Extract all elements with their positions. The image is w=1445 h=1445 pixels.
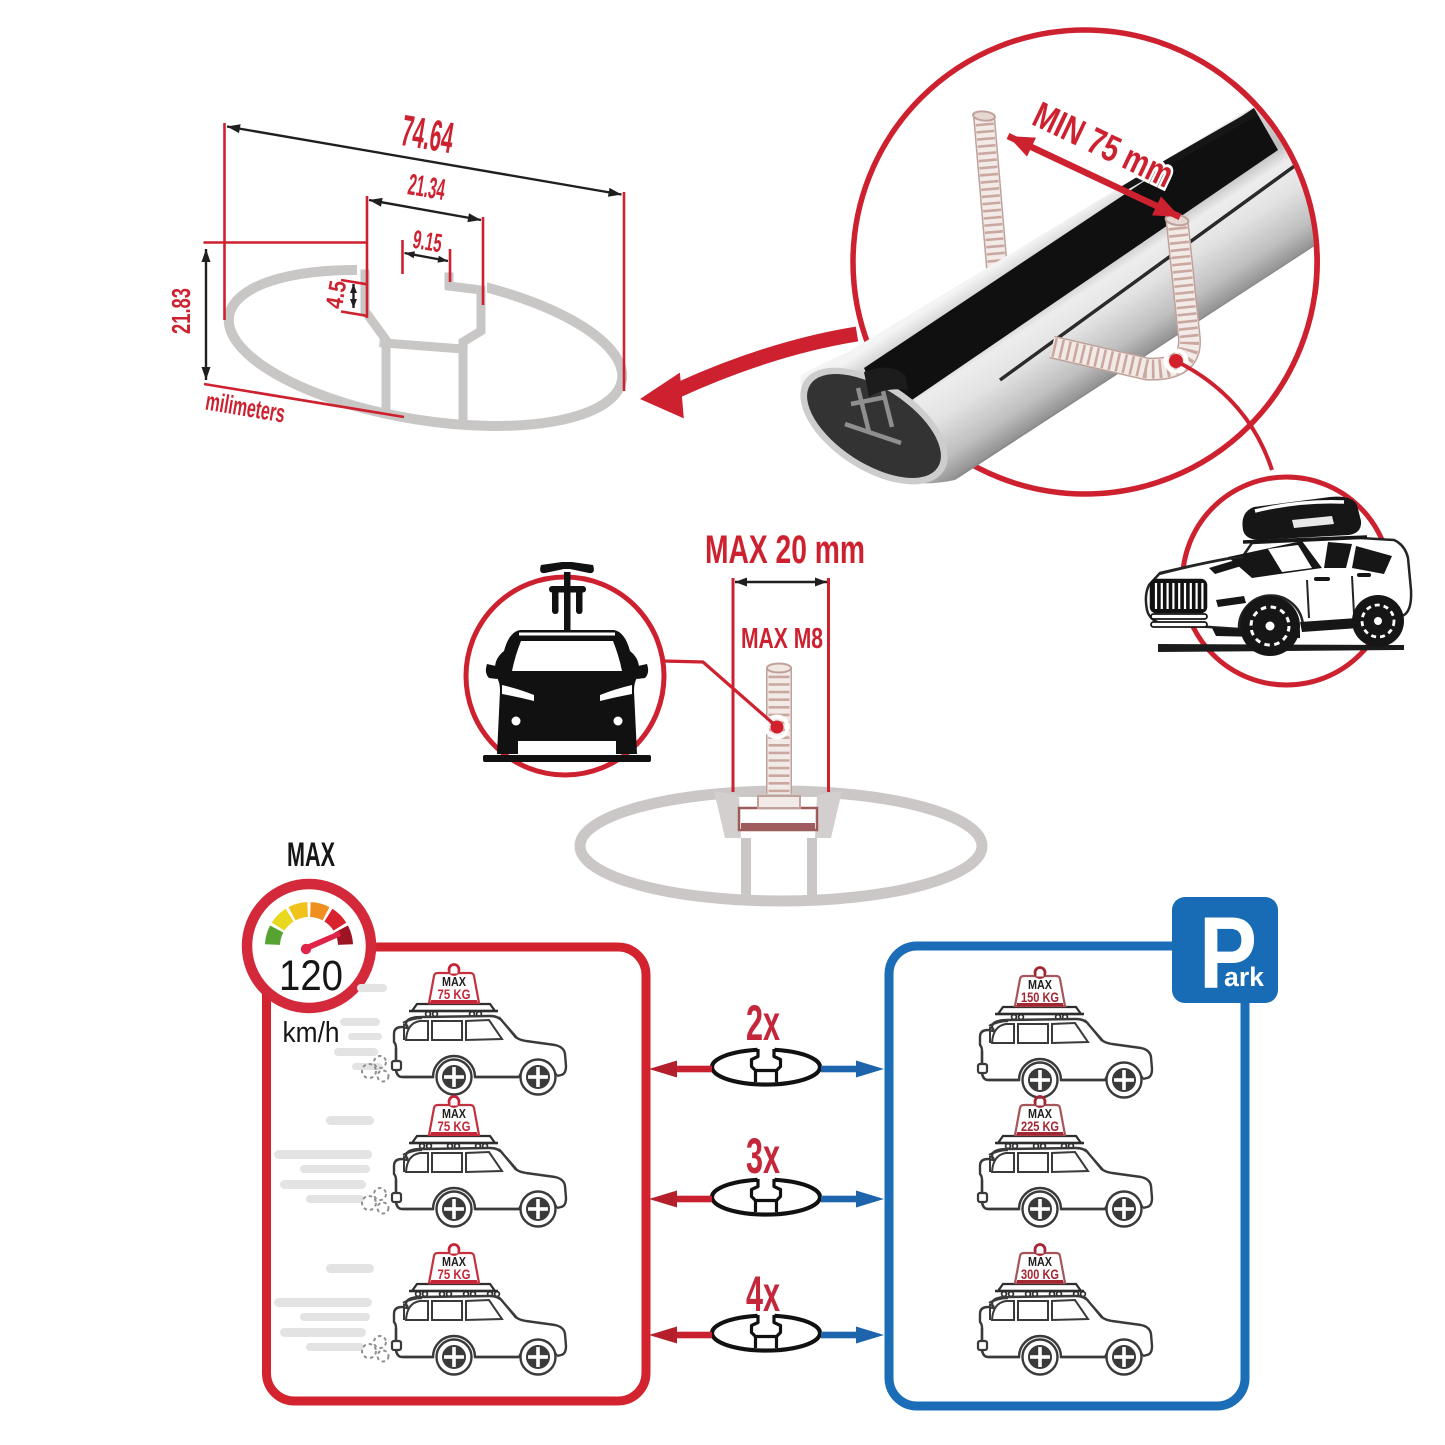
svg-text:MAX: MAX	[442, 975, 467, 989]
svg-text:MAX: MAX	[1028, 978, 1053, 992]
svg-text:150 KG: 150 KG	[1021, 989, 1059, 1005]
svg-text:4x: 4x	[746, 1266, 780, 1322]
svg-text:120: 120	[279, 952, 343, 1000]
svg-text:75 KG: 75 KG	[438, 1266, 471, 1282]
svg-text:ark: ark	[1224, 962, 1265, 992]
svg-text:300 KG: 300 KG	[1021, 1266, 1059, 1282]
svg-text:MAX: MAX	[1028, 1255, 1053, 1269]
svg-text:km/h: km/h	[283, 1017, 340, 1049]
svg-text:75 KG: 75 KG	[438, 986, 471, 1002]
svg-text:MAX M8: MAX M8	[741, 623, 823, 655]
svg-text:3x: 3x	[746, 1128, 780, 1184]
svg-text:225 KG: 225 KG	[1021, 1118, 1059, 1134]
svg-text:MAX: MAX	[442, 1255, 467, 1269]
svg-text:21.83: 21.83	[166, 288, 196, 334]
svg-text:9.15: 9.15	[411, 224, 445, 258]
svg-text:MAX: MAX	[442, 1107, 467, 1121]
svg-text:MAX 20 mm: MAX 20 mm	[705, 528, 865, 572]
svg-text:P: P	[1199, 896, 1257, 1010]
svg-text:4.5: 4.5	[321, 279, 352, 311]
svg-text:MAX: MAX	[287, 836, 335, 874]
svg-text:21.34: 21.34	[406, 168, 448, 207]
svg-text:75 KG: 75 KG	[438, 1118, 471, 1134]
svg-text:2x: 2x	[746, 995, 780, 1051]
svg-text:MAX: MAX	[1028, 1107, 1053, 1121]
svg-text:74.64: 74.64	[398, 106, 458, 163]
